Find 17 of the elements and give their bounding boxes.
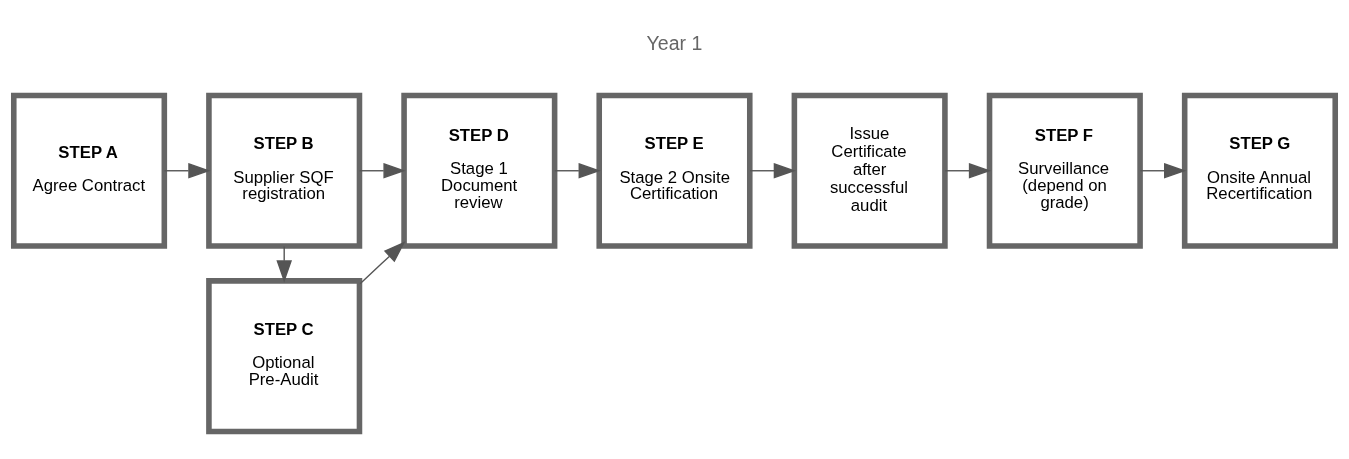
- label: Year 1: [646, 31, 703, 54]
- node-box: Issue Certificate after successful audit: [791, 92, 948, 249]
- arrow: [359, 240, 406, 284]
- node-box: STEP D Stage 1 Document review: [401, 92, 558, 249]
- node-box: STEP C Optional Pre-Audit: [206, 277, 363, 434]
- node-box: STEP A Agree Contract: [11, 92, 168, 249]
- arrow: [554, 162, 601, 179]
- arrow: [163, 162, 211, 179]
- arrow: [749, 162, 797, 179]
- node-box: STEP E Stage 2 Onsite Certification: [596, 92, 753, 249]
- arrow: [944, 162, 992, 179]
- arrow: [276, 245, 292, 283]
- arrow: [358, 162, 406, 179]
- arrow: [1139, 162, 1187, 179]
- node-box: STEP F Surveillance (depend on grade): [986, 92, 1143, 249]
- node-box: STEP B Supplier SQF registration: [206, 92, 363, 249]
- node-box: STEP G Onsite Annual Recertification: [1181, 92, 1338, 249]
